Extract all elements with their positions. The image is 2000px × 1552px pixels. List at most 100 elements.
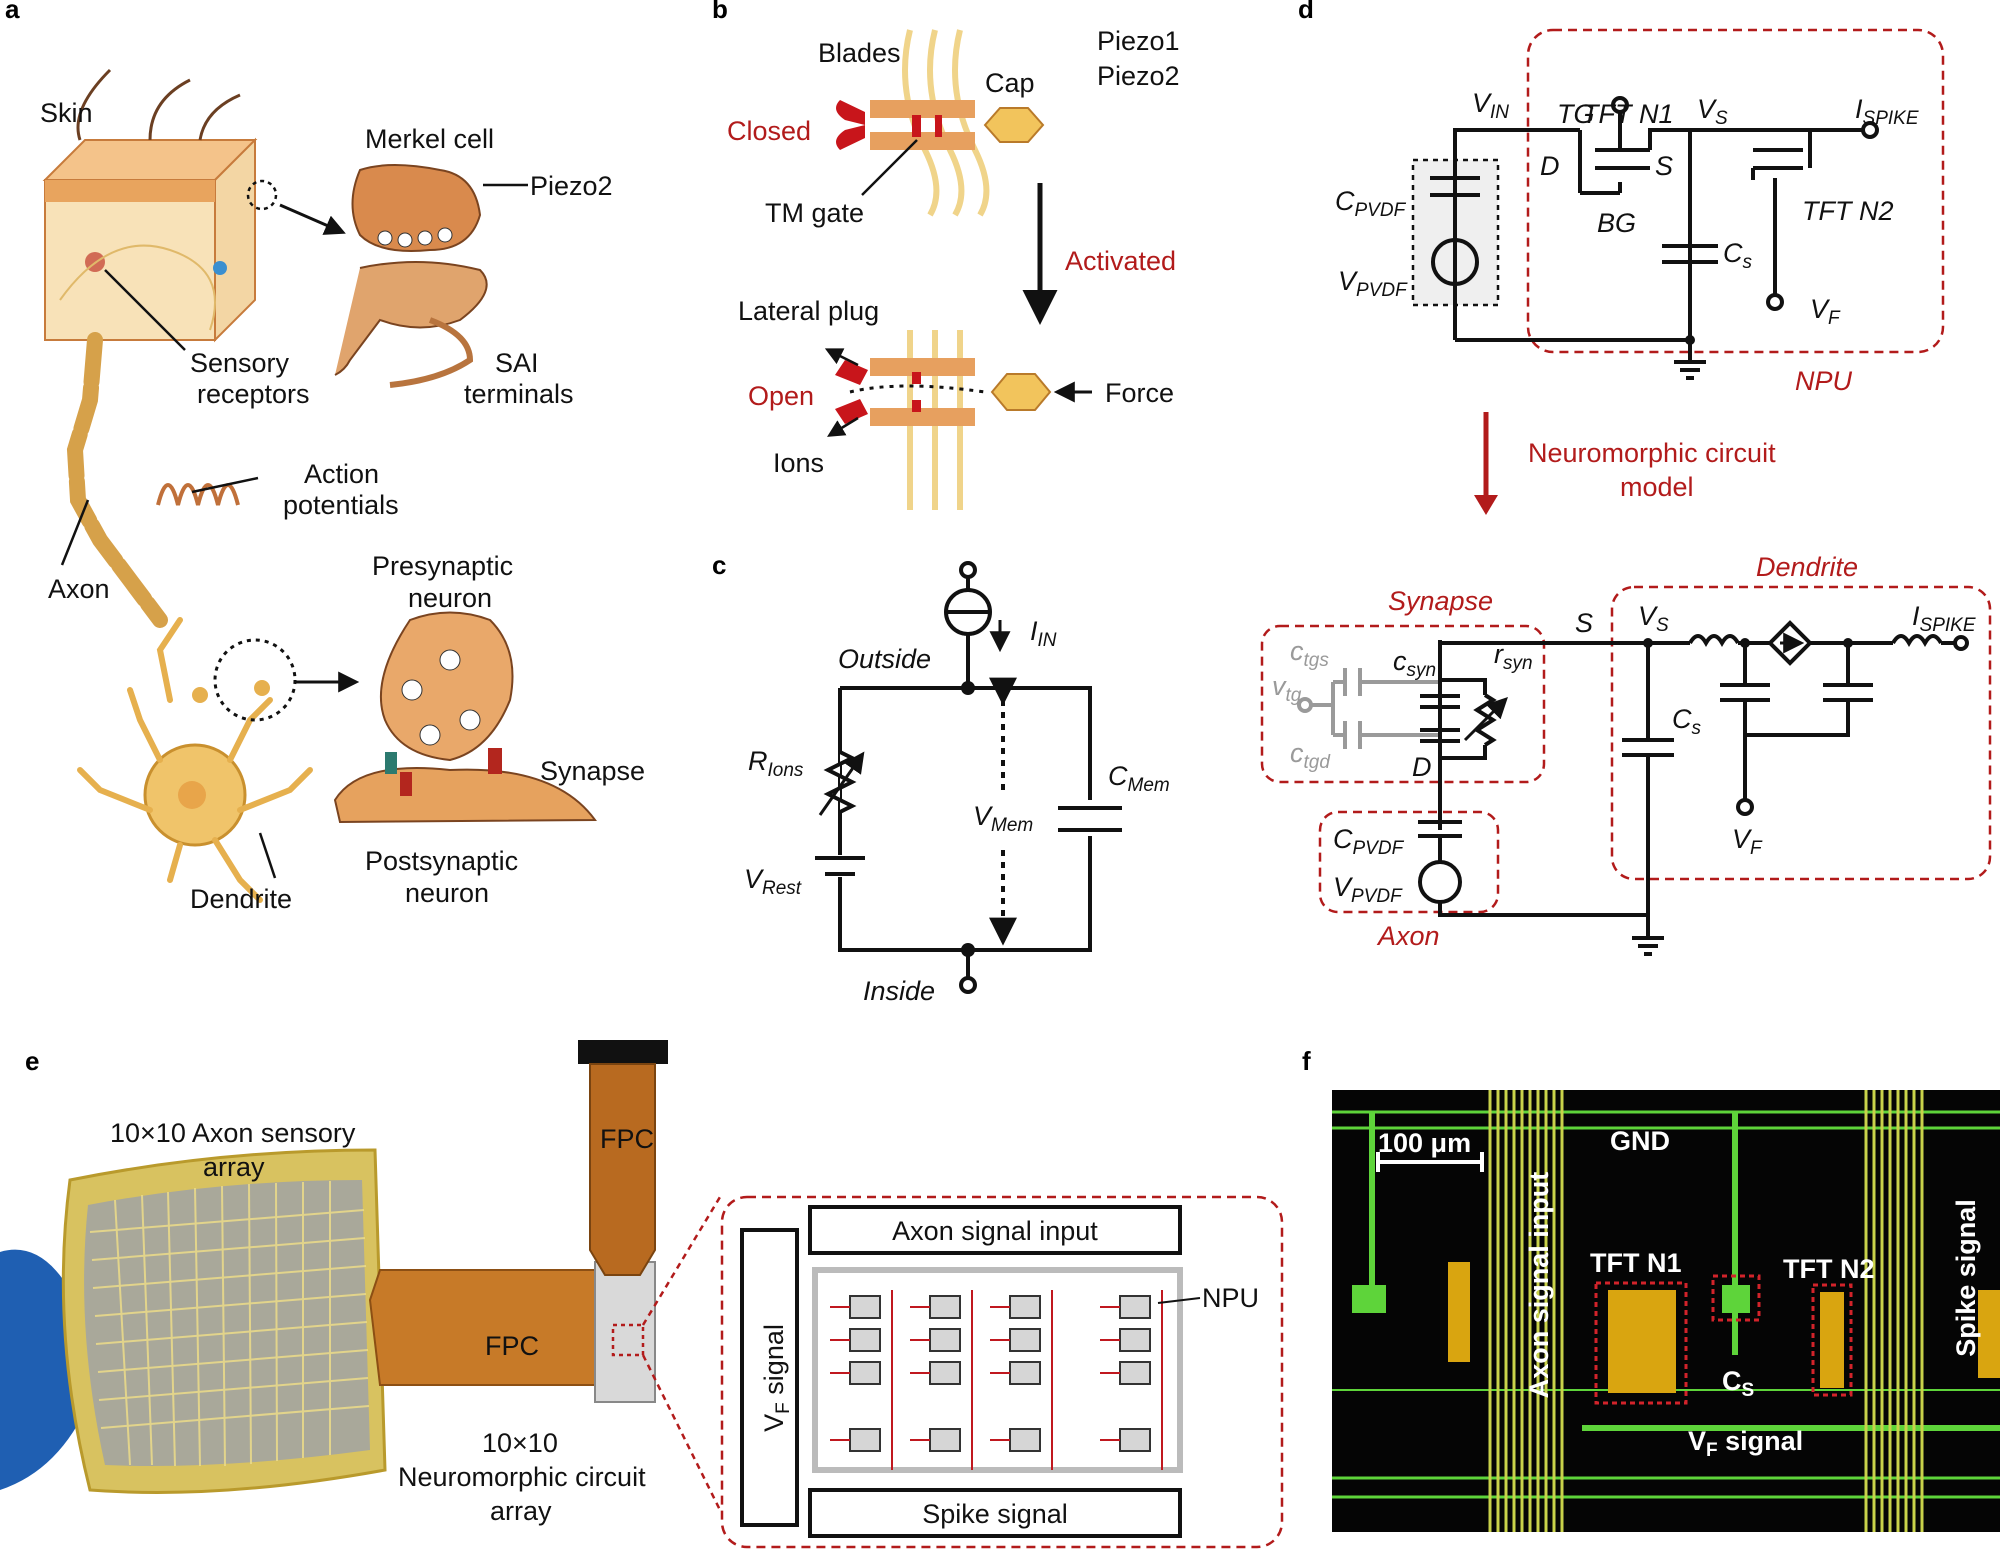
open-channel-illustration: [835, 330, 1052, 510]
c-s-label-f: CS: [1722, 1366, 1754, 1401]
axon-illustration: [66, 332, 168, 628]
npu-cell: [929, 1361, 961, 1385]
sai-terminals-label-2: terminals: [464, 379, 574, 409]
i-spike-label: ISPIKE: [1855, 94, 1919, 129]
tm-gate-label: TM gate: [765, 198, 864, 228]
s-node-label: S: [1575, 608, 1593, 638]
v-f-label: VF: [1810, 294, 1841, 329]
npu-cell: [929, 1328, 961, 1352]
synapse-box-label: Synapse: [1388, 586, 1493, 616]
panel-letter-d: d: [1298, 0, 1314, 24]
c-tgd-label: ctgd: [1290, 738, 1331, 773]
neuro-array-label-2: Neuromorphic circuit: [398, 1462, 646, 1492]
v-pvdf-label-2: VPVDF: [1333, 872, 1403, 907]
postsynaptic-label-1: Postsynaptic: [365, 846, 518, 876]
presynaptic-label-2: neuron: [408, 583, 492, 613]
presynaptic-label-1: Presynaptic: [372, 551, 513, 581]
skin-label: Skin: [40, 98, 93, 128]
c-mem-label: CMem: [1108, 761, 1170, 796]
npu-cell: [929, 1428, 961, 1452]
postsynaptic-label-2: neuron: [405, 878, 489, 908]
action-potentials-label-2: potentials: [283, 490, 399, 520]
panel-letter-b: b: [712, 0, 728, 24]
piezo2-label: Piezo2: [530, 171, 613, 201]
open-label: Open: [748, 381, 814, 411]
c-pvdf-label: CPVDF: [1335, 186, 1407, 221]
ions-label: Ions: [773, 448, 824, 478]
r-syn-label: rsyn: [1494, 639, 1533, 674]
axon-signal-input-box: [808, 1205, 1182, 1255]
tft-n1-label-f: TFT N1: [1590, 1248, 1682, 1278]
d-node-label: D: [1412, 752, 1432, 782]
fpc-cable: [368, 1269, 611, 1386]
inside-label: Inside: [863, 976, 935, 1006]
neuro-array-label-3: array: [490, 1496, 552, 1526]
panel-letter-a: a: [5, 0, 20, 24]
panel-letter-e: e: [25, 1046, 39, 1076]
action-potentials-label-1: Action: [304, 459, 379, 489]
merkel-cell-label: Merkel cell: [365, 124, 494, 154]
npu-inset-label: NPU: [1202, 1283, 1259, 1313]
npu-cell: [1009, 1428, 1041, 1452]
panel-f-micrograph: 100 μm GND Axon signal input TFT N1 TFT …: [1332, 1090, 2000, 1532]
model-label-2: model: [1620, 472, 1694, 502]
vf-signal-label-f: VF signal: [1688, 1426, 1803, 1461]
v-s-label: VS: [1697, 94, 1728, 129]
npu-label: NPU: [1795, 366, 1853, 396]
closed-channel-illustration: [836, 29, 1045, 217]
fpc-top-label: FPC: [600, 1124, 654, 1154]
c-pvdf-label-2: CPVDF: [1333, 824, 1405, 859]
sensory-receptors-label-1: Sensory: [190, 348, 290, 378]
npu-cell: [849, 1361, 881, 1385]
action-potentials-waveform: [156, 483, 240, 506]
axon-label: Axon: [48, 574, 110, 604]
model-label-1: Neuromorphic circuit: [1528, 438, 1776, 468]
tg-label: TG: [1557, 99, 1595, 129]
activated-label: Activated: [1065, 246, 1176, 276]
neuro-array-label-1: 10×10: [482, 1428, 558, 1458]
s-label: S: [1655, 151, 1673, 181]
npu-cell: [1119, 1328, 1151, 1352]
spike-signal-box: [808, 1488, 1182, 1538]
tft-n2-label: TFT N2: [1802, 196, 1894, 226]
blades-label: Blades: [818, 38, 901, 68]
axon-box-label: Axon: [1376, 921, 1440, 951]
panel-d-equivalent-circuit: Synapse Dendrite Axon ctgs vtg ctgd S cs…: [1260, 552, 1992, 956]
piezo2-label-b: Piezo2: [1097, 61, 1180, 91]
npu-cell: [1009, 1361, 1041, 1385]
v-f-label-2: VF: [1732, 824, 1763, 859]
d-label: D: [1540, 151, 1560, 181]
npu-cell: [849, 1295, 881, 1319]
axon-sensory-array-photo: [61, 1148, 387, 1494]
closed-label: Closed: [727, 116, 811, 146]
fpc-label: FPC: [485, 1331, 539, 1361]
npu-cell: [1009, 1295, 1041, 1319]
npu-cell: [849, 1428, 881, 1452]
dendrite-box-label: Dendrite: [1756, 552, 1858, 582]
skin-cube-illustration: [42, 68, 278, 343]
v-mem-label: VMem: [973, 801, 1033, 836]
sai-terminals-label-1: SAI: [495, 348, 539, 378]
spike-signal-label: Spike signal: [922, 1499, 1068, 1529]
synapse-illustration: [333, 611, 597, 824]
tft-n2-label-f: TFT N2: [1783, 1254, 1875, 1284]
outside-label: Outside: [838, 644, 931, 674]
neuron-illustration: [77, 617, 313, 903]
i-spike-label-2: ISPIKE: [1912, 601, 1976, 636]
v-tg-label: vtg: [1272, 671, 1302, 706]
npu-cell: [1119, 1428, 1151, 1452]
axon-signal-input-label-f: Axon signal input: [1524, 1172, 1554, 1399]
c-s-label-2: Cs: [1672, 704, 1702, 739]
dendrite-label: Dendrite: [190, 884, 292, 914]
gnd-label: GND: [1610, 1126, 1670, 1156]
axon-sensory-array-label-1: 10×10 Axon sensory: [110, 1118, 356, 1148]
panel-a: Skin Merkel cell Piezo2 Sensory receptor…: [40, 68, 645, 914]
v-pvdf-label: VPVDF: [1338, 266, 1408, 301]
panel-e: 10×10 Axon sensory array FPC FPC 10×10 N…: [0, 1040, 1284, 1549]
axon-signal-input-label: Axon signal input: [892, 1216, 1098, 1246]
cap-label: Cap: [985, 68, 1035, 98]
v-in-label: VIN: [1472, 88, 1509, 123]
c-syn-label: csyn: [1393, 646, 1436, 681]
neuromorphic-chip-photo: [594, 1261, 656, 1403]
lateral-plug-label: Lateral plug: [738, 296, 879, 326]
